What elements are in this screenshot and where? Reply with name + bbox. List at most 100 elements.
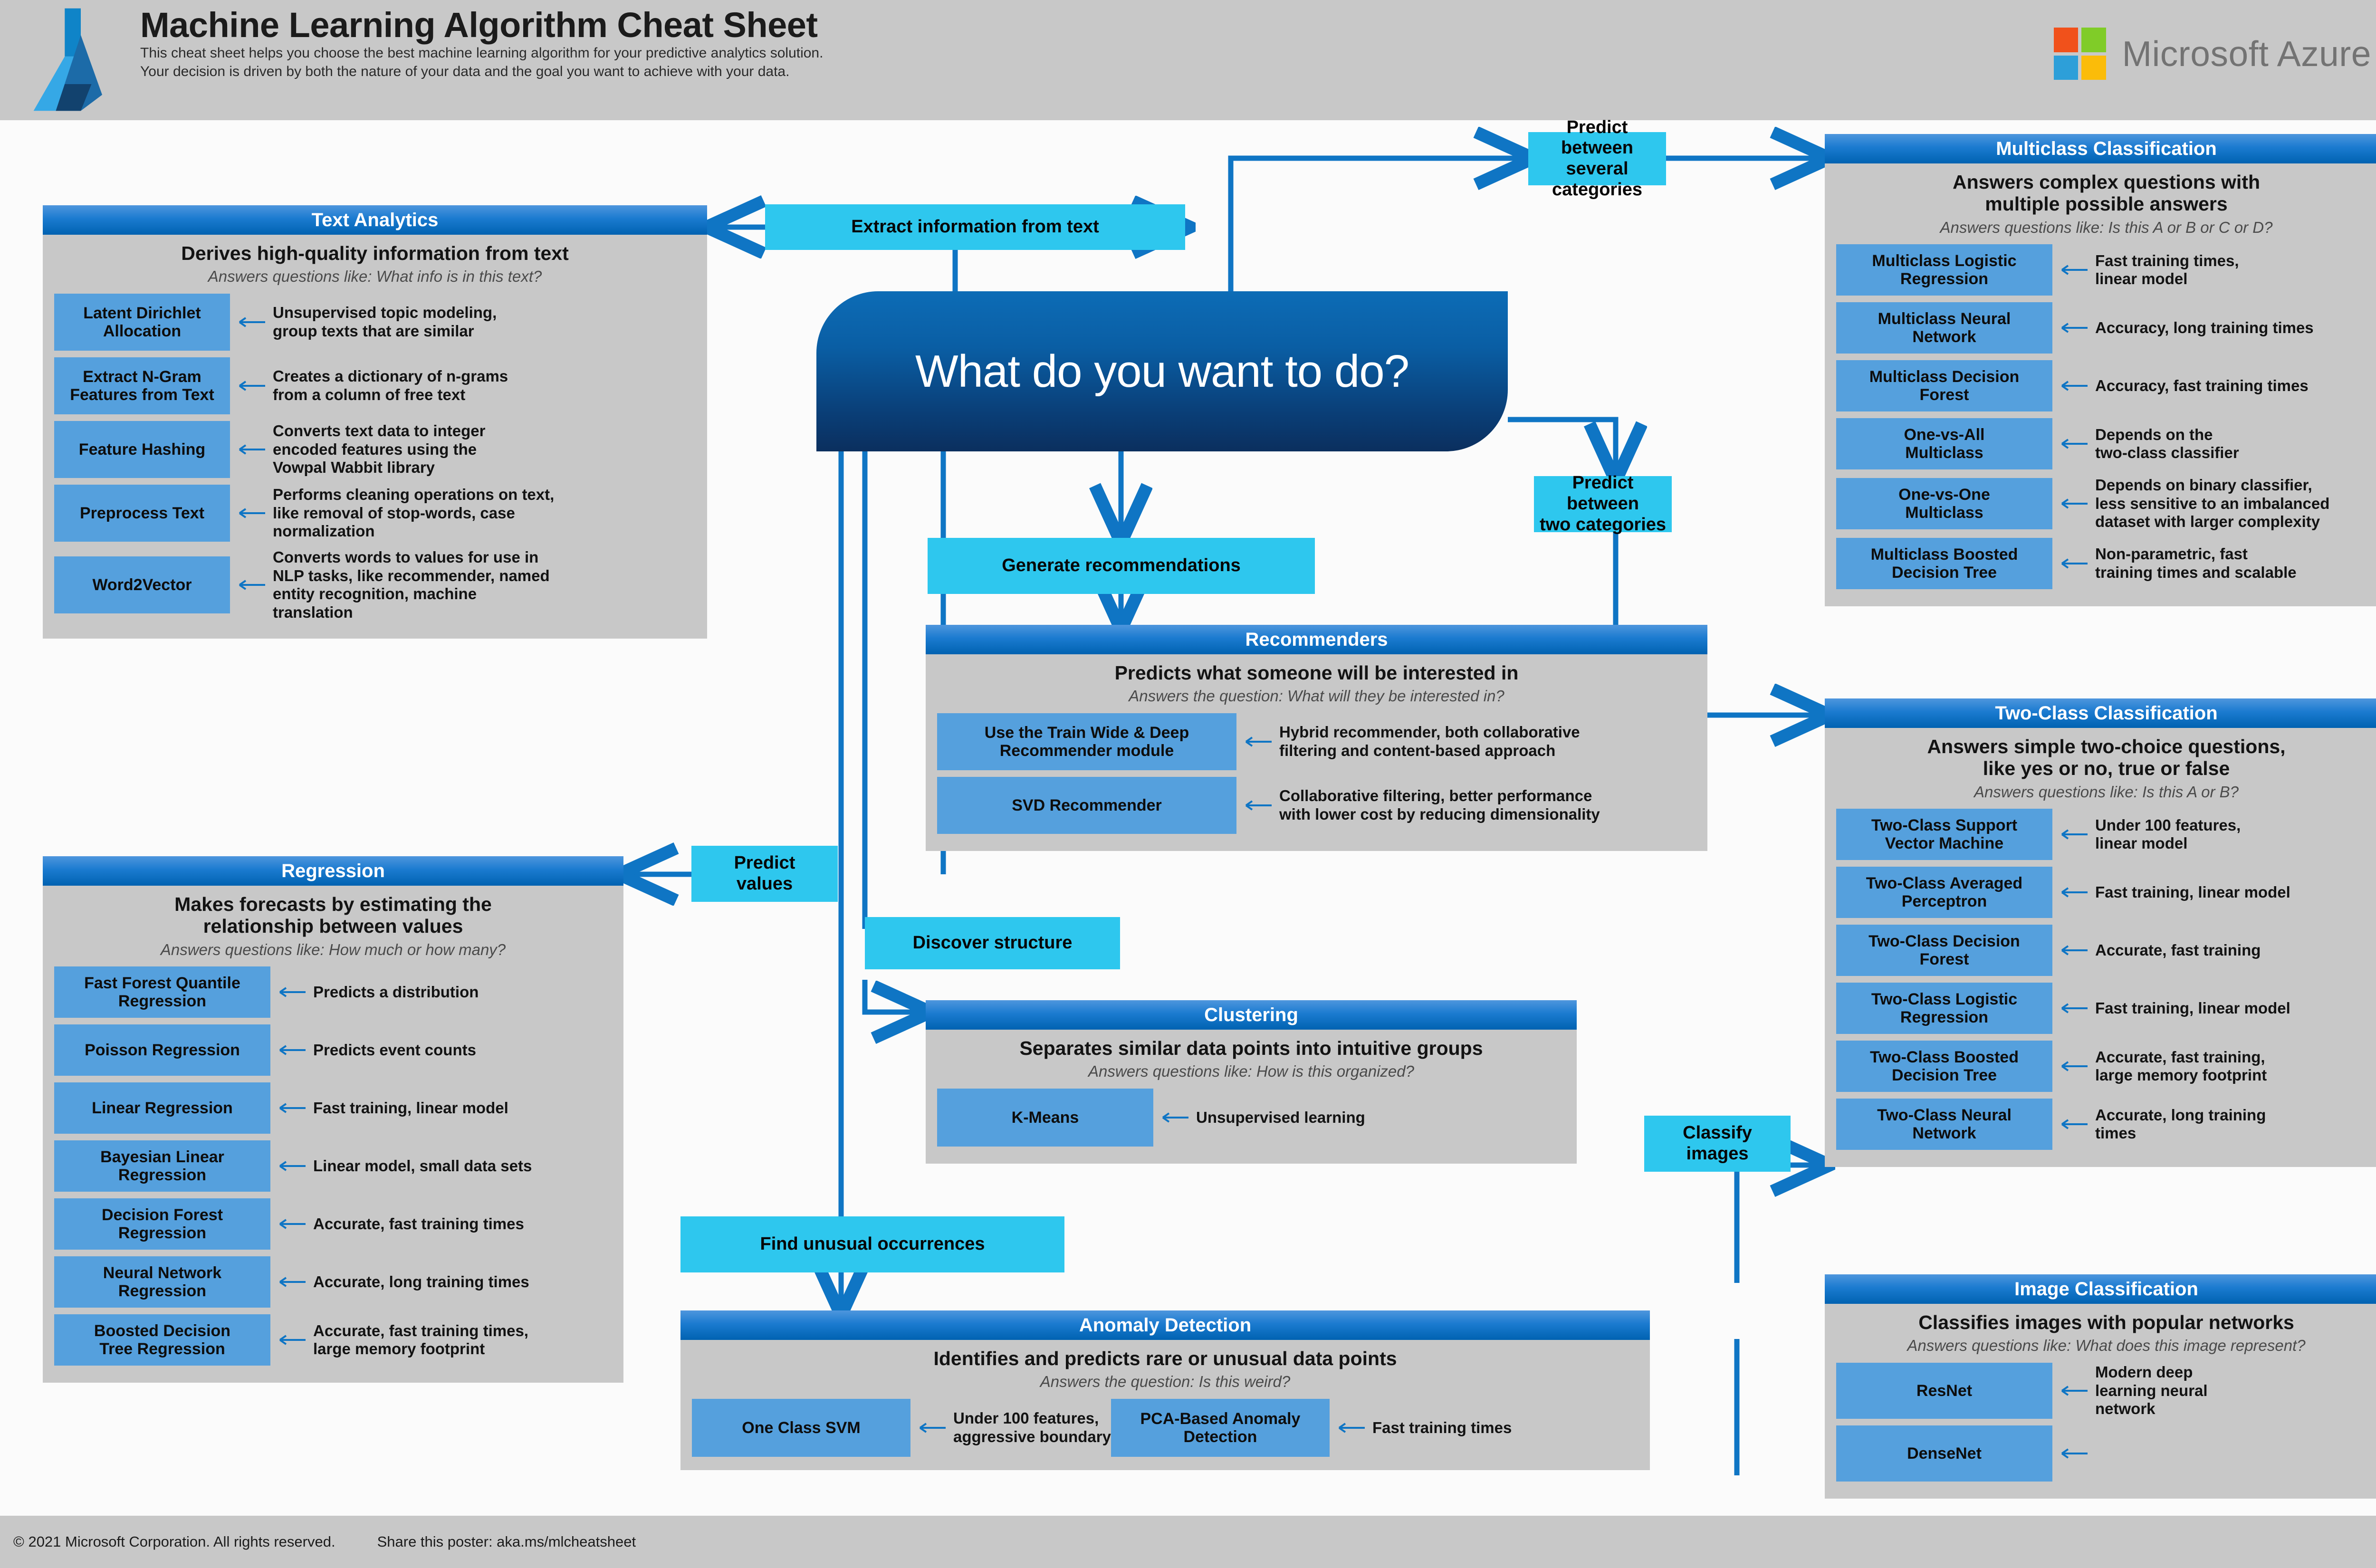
- algorithm-row: Two-Class Decision Forest Accurate, fast…: [1836, 925, 2376, 976]
- page-subtitle-line-1: This cheat sheet helps you choose the be…: [140, 45, 824, 61]
- arrow-left-icon: [2061, 945, 2088, 956]
- decision-predict-between-several-categories[interactable]: Predict between several categories: [1528, 117, 1666, 200]
- arrow-left-icon: [2061, 439, 2088, 449]
- arrow-left-icon: [239, 444, 265, 455]
- algorithm-note: Under 100 features, linear model: [2095, 816, 2241, 852]
- algorithm-list: ResNet Modern deep learning neural netwo…: [1836, 1362, 2376, 1488]
- panel-description: Answers complex questions with multiple …: [1952, 171, 2261, 215]
- algorithm-box[interactable]: SVD Recommender: [937, 776, 1236, 834]
- copyright-text: © 2021 Microsoft Corporation. All rights…: [13, 1533, 335, 1550]
- microsoft-squares-icon: [2053, 28, 2106, 80]
- algorithm-box[interactable]: Two-Class Boosted Decision Tree: [1836, 1041, 2052, 1092]
- algorithm-box[interactable]: One-vs-One Multiclass: [1836, 478, 2052, 530]
- share-text: Share this poster: aka.ms/mlcheatsheet: [377, 1533, 636, 1550]
- panel-description: Separates similar data points into intui…: [1019, 1037, 1483, 1059]
- arrow-left-icon: [239, 381, 265, 391]
- algorithm-note: Fast training times: [1372, 1418, 1512, 1436]
- decision-discover-structure[interactable]: Discover structure: [865, 917, 1120, 969]
- algorithm-box[interactable]: DenseNet: [1836, 1425, 2052, 1482]
- algorithm-row: One Class SVM Under 100 features, aggres…: [692, 1398, 1111, 1457]
- arrow-left-icon: [2061, 558, 2088, 569]
- panel-question: Answers questions like: How is this orga…: [1088, 1062, 1414, 1080]
- algorithm-box[interactable]: Multiclass Boosted Decision Tree: [1836, 538, 2052, 590]
- algorithm-box[interactable]: Multiclass Decision Forest: [1836, 360, 2052, 412]
- algorithm-box[interactable]: One Class SVM: [692, 1398, 910, 1457]
- algorithm-box[interactable]: Two-Class Neural Network: [1836, 1099, 2052, 1150]
- panel-body-recommenders: Predicts what someone will be interested…: [926, 654, 1707, 851]
- algorithm-box[interactable]: Boosted Decision Tree Regression: [54, 1314, 270, 1366]
- panel-text-analytics: Text Analytics Derives high-quality info…: [43, 205, 707, 639]
- algorithm-box[interactable]: Two-Class Support Vector Machine: [1836, 809, 2052, 860]
- algorithm-row: Two-Class Averaged Perceptron Fast train…: [1836, 867, 2376, 918]
- algorithm-box[interactable]: Linear Regression: [54, 1082, 270, 1134]
- decision-extract-information-from-text[interactable]: Extract information from text: [765, 204, 1185, 250]
- central-question-node: What do you want to do?: [816, 291, 1508, 451]
- algorithm-note: Creates a dictionary of n-grams from a c…: [273, 367, 508, 403]
- arrow-left-icon: [2061, 1386, 2088, 1396]
- algorithm-box[interactable]: Use the Train Wide & Deep Recommender mo…: [937, 713, 1236, 770]
- algorithm-box[interactable]: Multiclass Neural Network: [1836, 302, 2052, 354]
- panel-title-twoclass: Two-Class Classification: [1825, 698, 2376, 728]
- algorithm-row: Linear Regression Fast training, linear …: [54, 1082, 612, 1134]
- algorithm-box[interactable]: Two-Class Averaged Perceptron: [1836, 867, 2052, 918]
- algorithm-note: Unsupervised topic modeling, group texts…: [273, 304, 497, 340]
- algorithm-box[interactable]: Neural Network Regression: [54, 1256, 270, 1308]
- algorithm-box[interactable]: Extract N-Gram Features from Text: [54, 357, 230, 414]
- microsoft-azure-logo: Microsoft Azure: [2053, 28, 2371, 80]
- arrow-left-icon: [239, 317, 265, 327]
- algorithm-list: Fast Forest Quantile Regression Predicts…: [54, 966, 612, 1372]
- algorithm-box[interactable]: Bayesian Linear Regression: [54, 1140, 270, 1192]
- arrow-left-icon: [279, 1335, 306, 1345]
- algorithm-note: Performs cleaning operations on text, li…: [273, 486, 555, 540]
- decision-classify-images[interactable]: Classify images: [1644, 1116, 1791, 1172]
- algorithm-box[interactable]: K-Means: [937, 1088, 1153, 1147]
- algorithm-box[interactable]: Word2Vector: [54, 556, 230, 614]
- arrow-left-icon: [279, 1277, 306, 1287]
- algorithm-row: Boosted Decision Tree Regression Accurat…: [54, 1314, 612, 1366]
- decision-predict-between-two-categories[interactable]: Predict between two categories: [1534, 473, 1672, 535]
- decision-find-unusual-occurrences[interactable]: Find unusual occurrences: [680, 1216, 1064, 1272]
- algorithm-list: Latent Dirichlet Allocation Unsupervised…: [54, 293, 696, 628]
- algorithm-note: Non-parametric, fast training times and …: [2095, 545, 2297, 582]
- panel-title-image: Image Classification: [1825, 1274, 2376, 1304]
- algorithm-row: Multiclass Boosted Decision Tree Non-par…: [1836, 538, 2376, 590]
- algorithm-row: Word2Vector Converts words to values for…: [54, 548, 696, 621]
- algorithm-note: Fast training, linear model: [2095, 999, 2290, 1017]
- algorithm-row: Two-Class Neural Network Accurate, long …: [1836, 1099, 2376, 1150]
- algorithm-row: Extract N-Gram Features from Text Create…: [54, 357, 696, 414]
- algorithm-note: Predicts a distribution: [313, 983, 479, 1001]
- arrow-left-icon: [1338, 1423, 1365, 1433]
- algorithm-box[interactable]: Preprocess Text: [54, 484, 230, 542]
- decision-predict-values[interactable]: Predict values: [691, 846, 838, 902]
- algorithm-note: Fast training, linear model: [2095, 883, 2290, 901]
- panel-two-class-classification: Two-Class Classification Answers simple …: [1825, 698, 2376, 1167]
- panel-body-image: Classifies images with popular networks …: [1825, 1304, 2376, 1499]
- arrow-left-icon: [279, 1161, 306, 1171]
- algorithm-box[interactable]: Latent Dirichlet Allocation: [54, 293, 230, 351]
- panel-recommenders: Recommenders Predicts what someone will …: [926, 625, 1707, 851]
- algorithm-box[interactable]: Poisson Regression: [54, 1024, 270, 1076]
- panel-question: Answers questions like: What does this i…: [1907, 1337, 2306, 1355]
- algorithm-box[interactable]: Two-Class Logistic Regression: [1836, 983, 2052, 1034]
- algorithm-box[interactable]: Multiclass Logistic Regression: [1836, 244, 2052, 296]
- algorithm-box[interactable]: Fast Forest Quantile Regression: [54, 966, 270, 1018]
- microsoft-azure-wordmark: Microsoft Azure: [2122, 34, 2371, 74]
- algorithm-box[interactable]: ResNet: [1836, 1362, 2052, 1419]
- algorithm-row: Preprocess Text Performs cleaning operat…: [54, 484, 696, 542]
- arrow-left-icon: [2061, 1119, 2088, 1129]
- algorithm-box[interactable]: PCA-Based Anomaly Detection: [1111, 1398, 1330, 1457]
- arrow-left-icon: [1162, 1112, 1188, 1123]
- algorithm-row: K-Means Unsupervised learning: [937, 1088, 1565, 1147]
- central-question-label: What do you want to do?: [915, 345, 1409, 397]
- algorithm-note: Converts text data to integer encoded fe…: [273, 422, 486, 477]
- decision-generate-recommendations[interactable]: Generate recommendations: [928, 538, 1315, 594]
- arrow-left-icon: [2061, 265, 2088, 275]
- arrow-left-icon: [2061, 1061, 2088, 1071]
- algorithm-box[interactable]: One-vs-All Multiclass: [1836, 418, 2052, 470]
- panel-question: Answers questions like: What info is in …: [208, 268, 542, 286]
- algorithm-row: Multiclass Decision Forest Accuracy, fas…: [1836, 360, 2376, 412]
- panel-description: Predicts what someone will be interested…: [1114, 662, 1519, 684]
- algorithm-box[interactable]: Feature Hashing: [54, 421, 230, 478]
- algorithm-box[interactable]: Decision Forest Regression: [54, 1198, 270, 1250]
- algorithm-box[interactable]: Two-Class Decision Forest: [1836, 925, 2052, 976]
